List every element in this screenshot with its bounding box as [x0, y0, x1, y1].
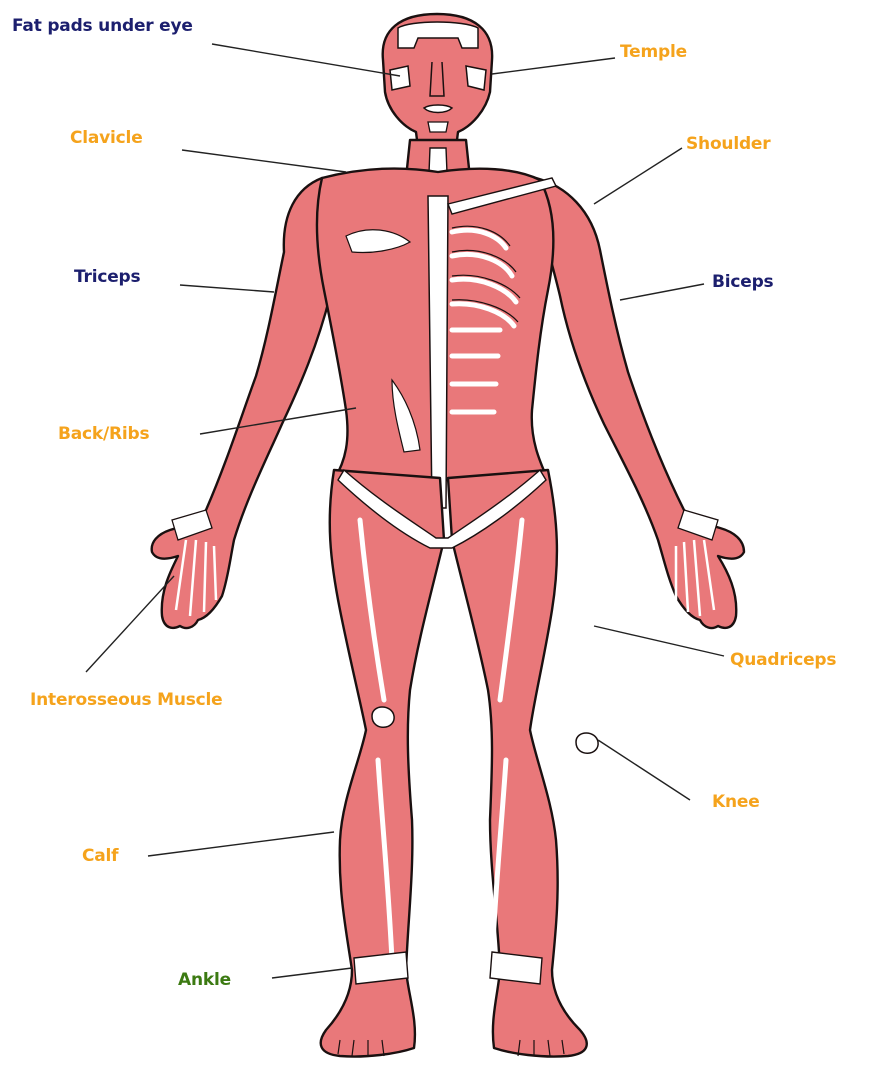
leader-fat-pads — [212, 44, 400, 76]
leader-triceps — [180, 285, 274, 292]
left-kneecap — [372, 707, 394, 727]
leader-ankle — [272, 968, 352, 978]
label-knee: Knee — [712, 792, 760, 812]
leader-biceps — [620, 284, 704, 300]
label-ankle: Ankle — [178, 970, 231, 990]
left-ankle-band — [354, 952, 408, 984]
fat-pad-right — [466, 66, 486, 90]
leader-temple — [492, 58, 615, 74]
label-biceps: Biceps — [712, 272, 773, 292]
label-quadriceps: Quadriceps — [730, 650, 836, 670]
label-fat-pads-under-eye: Fat pads under eye — [12, 16, 193, 36]
linea-alba — [428, 196, 448, 508]
label-temple: Temple — [620, 42, 687, 62]
right-arm — [536, 178, 744, 628]
fat-pad-left — [390, 66, 410, 90]
leader-interosseous — [86, 576, 174, 672]
label-triceps: Triceps — [74, 267, 140, 287]
human-figure — [152, 14, 744, 1057]
label-calf: Calf — [82, 846, 118, 866]
leader-clavicle — [182, 150, 346, 172]
leader-calf — [148, 832, 334, 856]
right-kneecap — [576, 733, 598, 753]
label-back-ribs: Back/Ribs — [58, 424, 149, 444]
left-arm — [152, 178, 340, 628]
label-shoulder: Shoulder — [686, 134, 770, 154]
mouth — [424, 105, 452, 113]
leader-knee — [598, 740, 690, 800]
leader-quadriceps — [594, 626, 724, 656]
label-interosseous-muscle: Interosseous Muscle — [30, 690, 223, 710]
right-ankle-band — [490, 952, 542, 984]
chin — [428, 122, 448, 132]
label-clavicle: Clavicle — [70, 128, 143, 148]
leader-shoulder — [594, 148, 682, 204]
